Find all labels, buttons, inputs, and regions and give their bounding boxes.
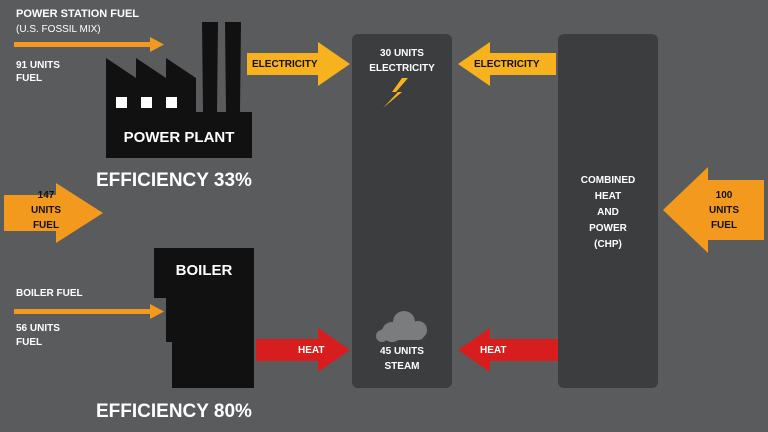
power-station-fuel-title: POWER STATION FUEL bbox=[16, 8, 140, 20]
boiler-fuel-arrow bbox=[14, 304, 164, 319]
chp-line-and: AND bbox=[597, 207, 619, 218]
electricity-units: 30 UNITS bbox=[380, 48, 424, 59]
power-plant-efficiency: EFFICIENCY 33% bbox=[96, 170, 252, 191]
power-station-fuel-subtitle: (U.S. FOSSIL MIX) bbox=[16, 24, 101, 35]
electricity-arrow-left-label: ELECTRICITY bbox=[252, 59, 318, 70]
total-input-fuel-label: FUEL bbox=[32, 220, 60, 231]
heat-arrow-right-label: HEAT bbox=[480, 345, 507, 356]
boiler-icon bbox=[154, 248, 254, 388]
boiler-fuel-label: BOILER FUEL bbox=[16, 288, 83, 299]
chp-input-units: 100 bbox=[715, 190, 733, 201]
power-plant-label: POWER PLANT bbox=[123, 129, 235, 146]
total-input-units-label: UNITS bbox=[31, 205, 61, 216]
boiler-efficiency: EFFICIENCY 80% bbox=[96, 401, 252, 422]
chp-panel bbox=[558, 34, 658, 388]
heat-arrow-left-label: HEAT bbox=[298, 345, 325, 356]
boiler-units-fuel: FUEL bbox=[16, 337, 43, 348]
power-station-fuel-arrow bbox=[14, 37, 164, 52]
electricity-label: ELECTRICITY bbox=[369, 63, 435, 74]
boiler-units: 56 UNITS bbox=[16, 323, 60, 334]
steam-units: 45 UNITS bbox=[380, 346, 424, 357]
chp-line-heat: HEAT bbox=[594, 191, 622, 202]
chp-line-combined: COMBINED bbox=[580, 175, 636, 186]
power-station-units-fuel: FUEL bbox=[16, 73, 43, 84]
chp-input-arrow bbox=[663, 167, 764, 253]
total-input-units: 147 bbox=[37, 190, 55, 201]
center-panel bbox=[352, 34, 452, 388]
heat-arrow-left bbox=[256, 328, 350, 372]
steam-label: STEAM bbox=[384, 361, 420, 372]
electricity-arrow-left bbox=[247, 42, 350, 86]
total-input-arrow bbox=[4, 183, 103, 243]
steam-cloud-icon bbox=[376, 311, 427, 342]
chp-line-abbrev: (CHP) bbox=[594, 239, 622, 250]
heat-arrow-right bbox=[458, 328, 558, 372]
chp-input-fuel-label: FUEL bbox=[710, 220, 738, 231]
chp-input-units-label: UNITS bbox=[709, 205, 739, 216]
electricity-arrow-right bbox=[458, 42, 556, 86]
power-station-units: 91 UNITS bbox=[16, 60, 60, 71]
power-plant-icon bbox=[106, 22, 252, 158]
boiler-label: BOILER bbox=[175, 262, 233, 279]
chp-line-power: POWER bbox=[589, 223, 627, 234]
electricity-arrow-right-label: ELECTRICITY bbox=[474, 59, 540, 70]
